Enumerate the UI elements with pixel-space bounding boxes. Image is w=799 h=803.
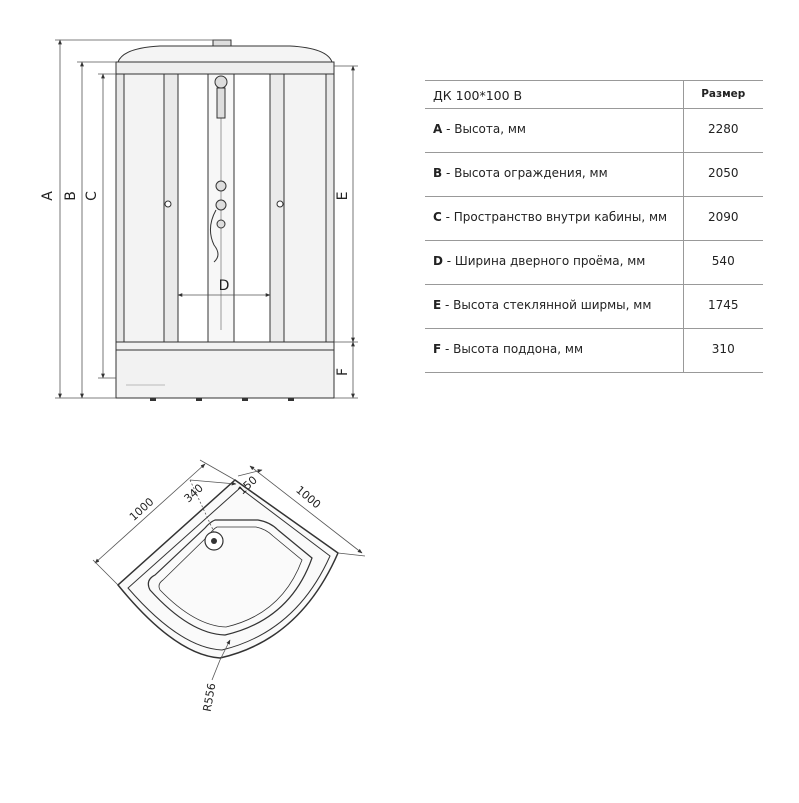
- dim-radius: R556: [201, 682, 219, 712]
- spec-value: 2280: [682, 108, 763, 153]
- dim-drain-offset: 340: [182, 482, 206, 506]
- spec-value: 2050: [682, 152, 763, 197]
- spec-label: - Высота поддона, мм: [441, 342, 584, 356]
- right-door: [269, 73, 285, 343]
- dim-letter-d: D: [219, 278, 230, 294]
- spec-row: A - Высота, мм 2280: [425, 108, 763, 153]
- cabin-top-frame: [115, 61, 335, 75]
- spec-row: D - Ширина дверного проёма, мм 540: [425, 240, 763, 285]
- control-knob-icon: [215, 180, 227, 192]
- model-name: ДК 100*100 В: [425, 80, 683, 109]
- spec-row: F - Высота поддона, мм 310: [425, 328, 763, 373]
- spec-letter: E: [433, 298, 442, 312]
- front-view: [55, 39, 358, 401]
- right-side-panel: [325, 73, 335, 343]
- spec-letter: F: [433, 342, 442, 356]
- roof-vent: [212, 39, 232, 47]
- shower-hose: [210, 209, 219, 263]
- dim-letter-e: E: [335, 192, 351, 201]
- spec-label: - Ширина дверного проёма, мм: [442, 254, 646, 268]
- right-handle-icon: [276, 200, 284, 208]
- spec-row: C - Пространство внутри кабины, мм 2090: [425, 196, 763, 241]
- shower-head-icon: [214, 75, 228, 89]
- spec-value: 2090: [682, 196, 763, 241]
- plan-view: [92, 459, 366, 681]
- spec-row: E - Высота стеклянной ширмы, мм 1745: [425, 284, 763, 329]
- spec-table: ДК 100*100 В Размер A - Высота, мм 2280 …: [425, 80, 763, 373]
- spec-table-header: ДК 100*100 В Размер: [425, 80, 763, 109]
- spec-letter: C: [433, 210, 442, 224]
- spec-label: - Пространство внутри кабины, мм: [441, 210, 668, 224]
- left-door: [163, 73, 179, 343]
- spec-letter: B: [433, 166, 443, 180]
- value-heading: Размер: [682, 80, 763, 109]
- shower-tray: [115, 341, 335, 399]
- spec-letter: D: [433, 254, 443, 268]
- left-handle-icon: [164, 200, 172, 208]
- left-side-panel: [115, 73, 125, 343]
- spec-label: - Высота, мм: [442, 122, 526, 136]
- spec-value: 540: [682, 240, 763, 285]
- dim-right-width: 1000: [293, 483, 323, 511]
- dim-letter-b: B: [63, 191, 79, 201]
- dim-letter-f: F: [335, 368, 351, 376]
- front-view-labels: A B C E F D: [40, 191, 351, 376]
- dim-letter-a: A: [40, 191, 56, 201]
- spec-value: 1745: [682, 284, 763, 329]
- dim-letter-c: C: [84, 191, 100, 201]
- spec-letter: A: [433, 122, 443, 136]
- cabin-roof: [117, 45, 333, 63]
- spec-label: - Высота стеклянной ширмы, мм: [441, 298, 652, 312]
- right-glass-panel: [283, 73, 327, 343]
- left-glass-panel: [123, 73, 165, 343]
- spec-row: B - Высота ограждения, мм 2050: [425, 152, 763, 197]
- spec-value: 310: [682, 328, 763, 373]
- spec-label: - Высота ограждения, мм: [442, 166, 608, 180]
- dim-left-width: 1000: [127, 495, 157, 523]
